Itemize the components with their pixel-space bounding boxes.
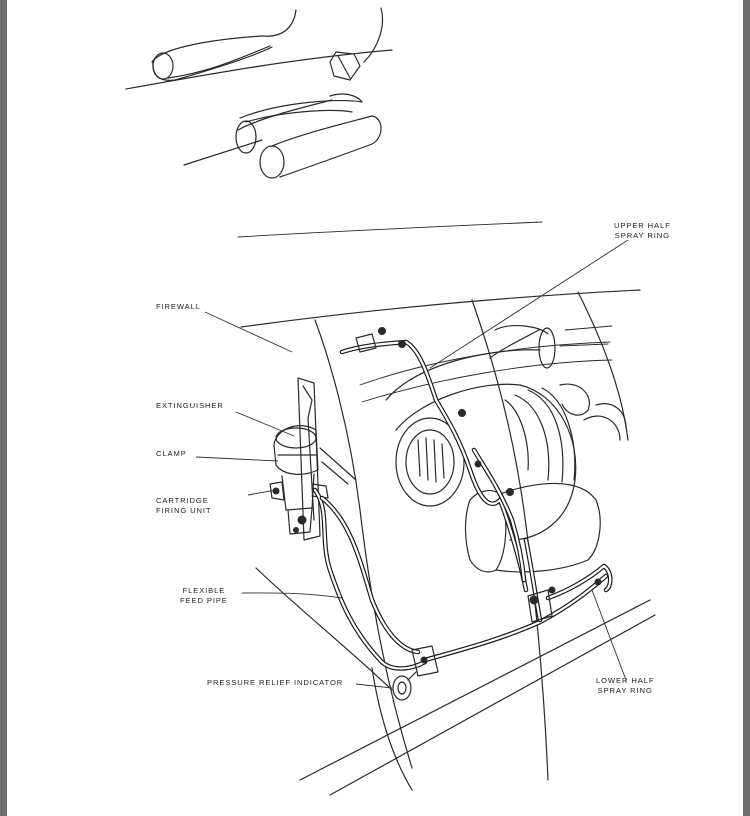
cartridge-firing-unit-label: CARTRIDGE FIRING UNIT xyxy=(156,496,211,516)
flexible-feed-pipe-line1: FLEXIBLE xyxy=(182,586,226,595)
lower-half-spray-ring-line2: SPRAY RING xyxy=(597,686,653,695)
lower-half-spray-ring-line1: LOWER HALF xyxy=(596,676,655,685)
clamp-label: CLAMP xyxy=(156,449,187,458)
flexible-feed-pipe-label: FLEXIBLE FEED PIPE xyxy=(180,586,228,606)
feed-pipes xyxy=(312,327,613,677)
firewall-label: FIREWALL xyxy=(156,302,201,311)
reference-line xyxy=(237,221,543,238)
extinguisher-label: EXTINGUISHER xyxy=(156,401,224,410)
firewall-structure xyxy=(240,289,656,796)
cartridge-firing-unit-line2: FIRING UNIT xyxy=(156,506,212,515)
paper-sheet xyxy=(7,0,743,816)
pressure-relief-indicator-disc xyxy=(392,671,417,701)
pressure-relief-indicator-label: PRESSURE RELIEF INDICATOR xyxy=(207,678,344,687)
extinguisher-bottle xyxy=(269,377,357,541)
upper-half-spray-ring-label: UPPER HALF SPRAY RING xyxy=(614,221,671,241)
engine-cylinders xyxy=(385,325,627,573)
upper-half-spray-ring-line1: UPPER HALF xyxy=(614,221,671,230)
lower-half-spray-ring-label: LOWER HALF SPRAY RING xyxy=(596,676,654,696)
aircraft-nacelle-sketch xyxy=(125,7,393,179)
cartridge-firing-unit-line1: CARTRIDGE xyxy=(156,496,209,505)
upper-half-spray-ring-line2: SPRAY RING xyxy=(614,231,670,240)
leader-lines xyxy=(195,239,629,689)
flexible-feed-pipe-line2: FEED PIPE xyxy=(180,596,228,605)
